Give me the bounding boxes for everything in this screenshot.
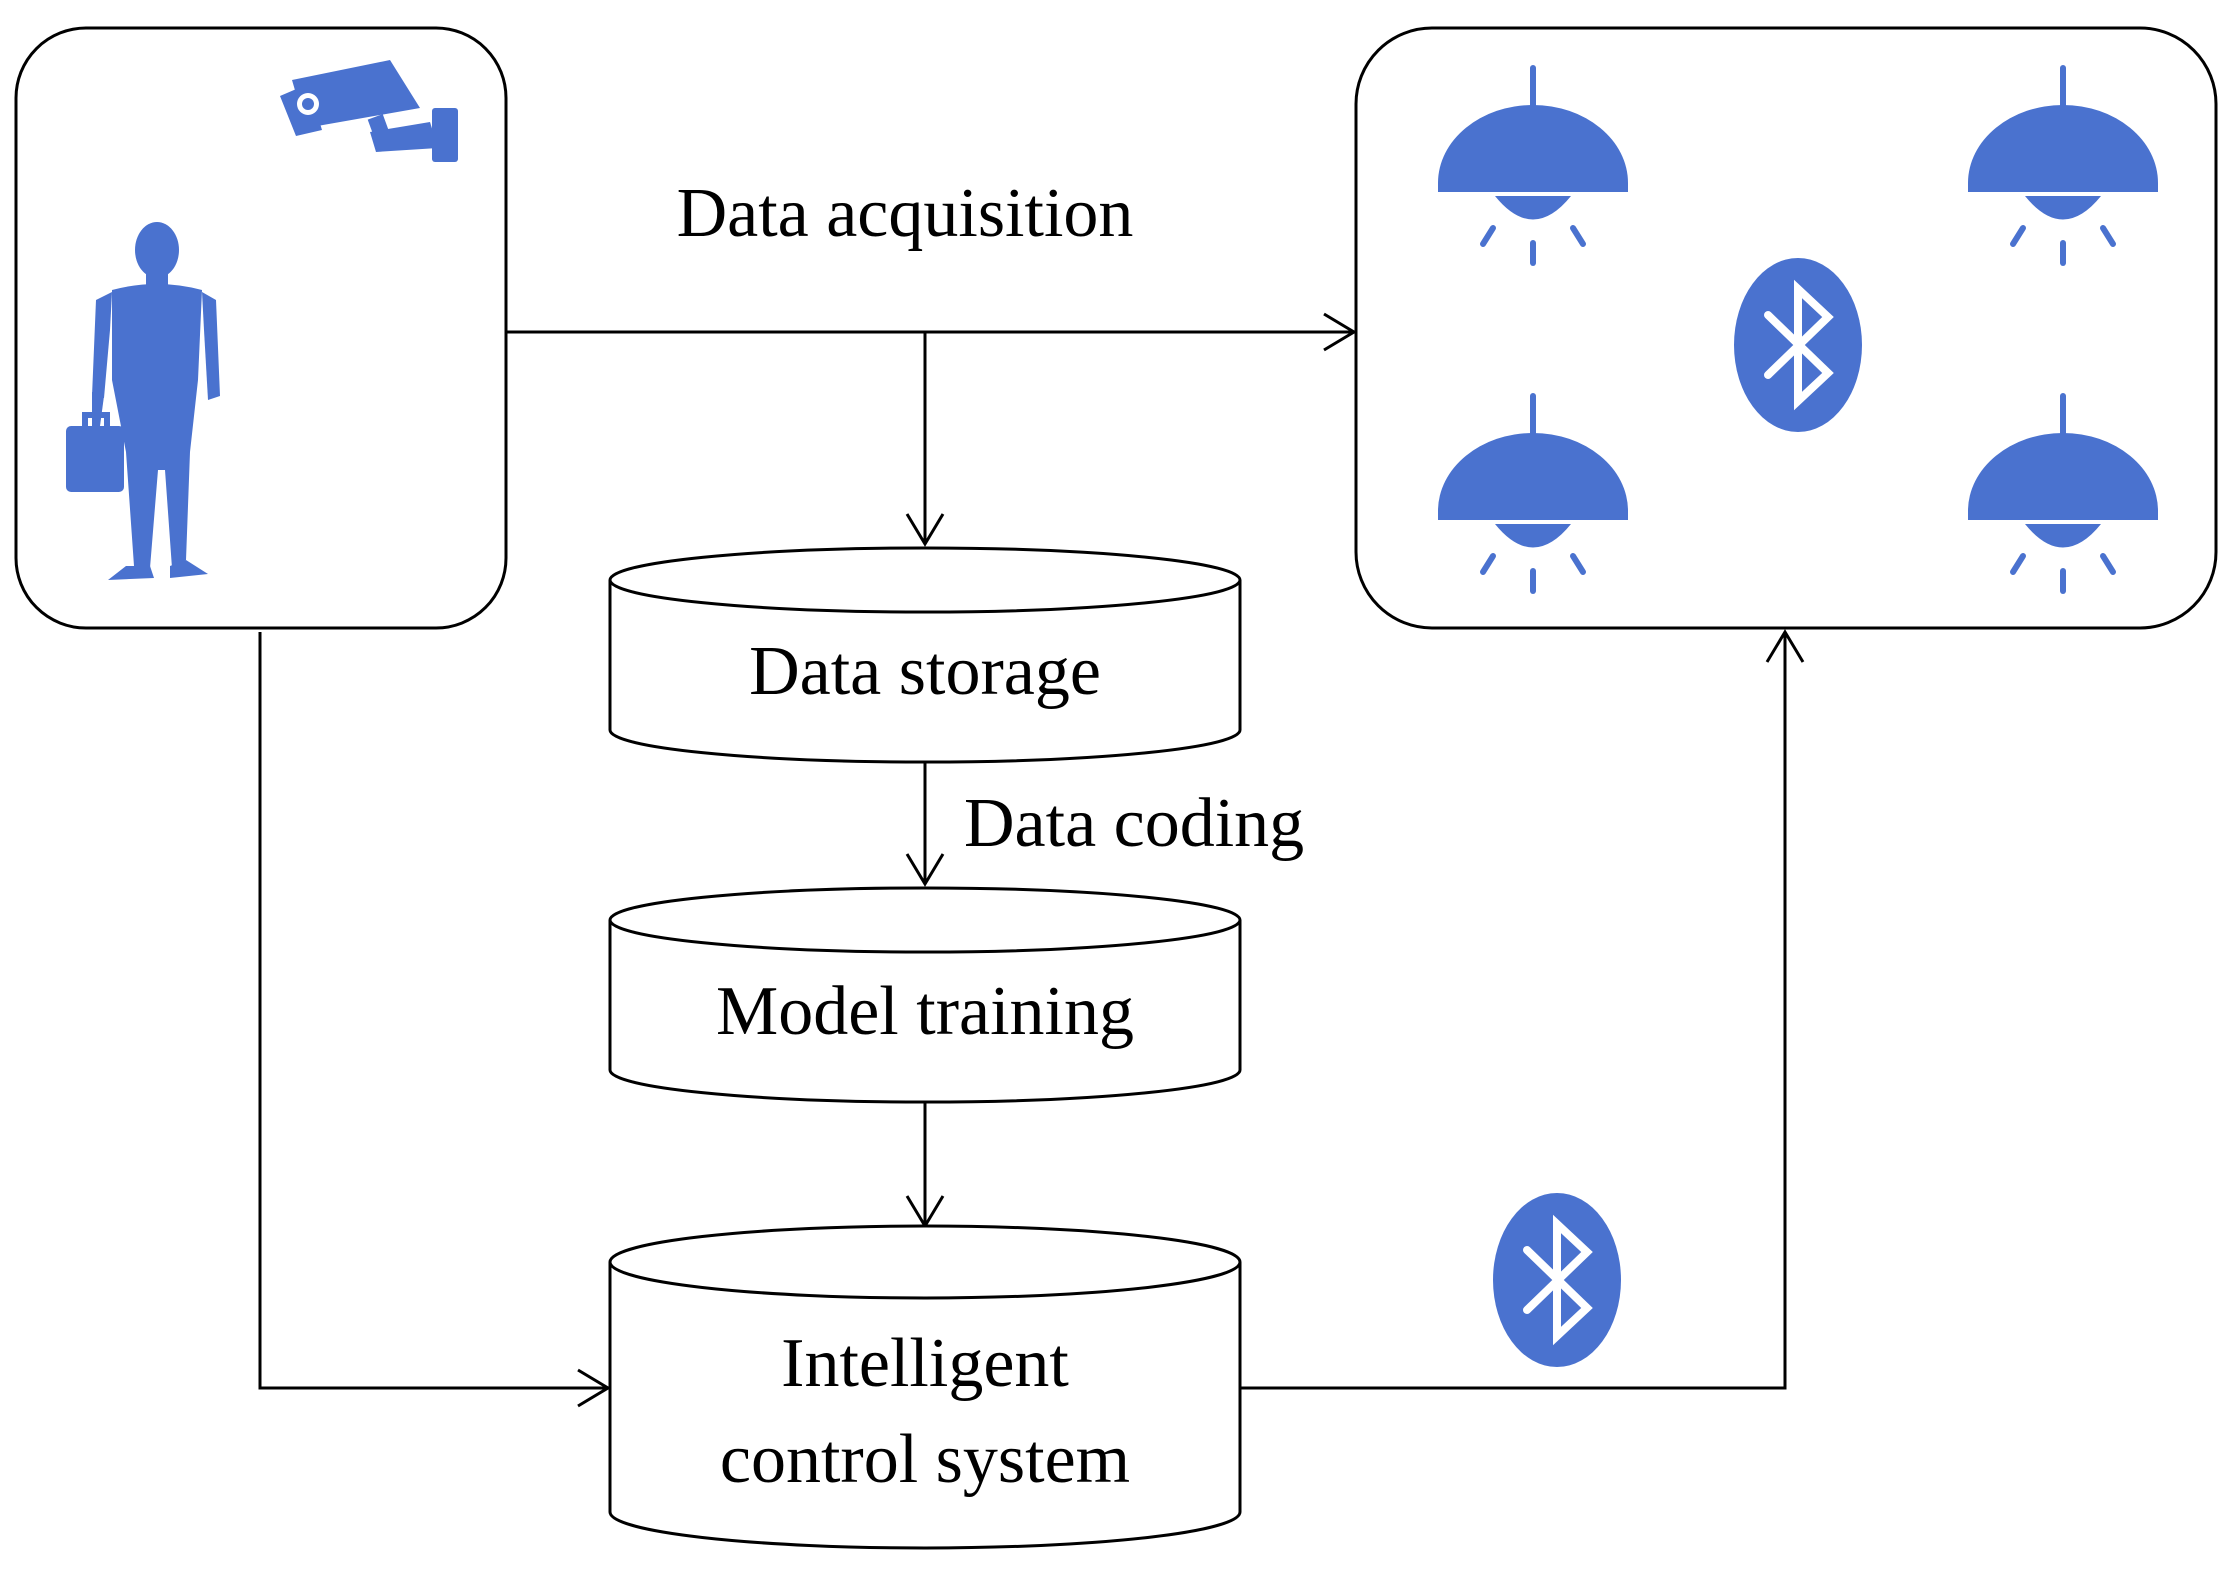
- bluetooth-icon: [1734, 258, 1862, 432]
- user-camera-box: [14, 26, 508, 630]
- label-intelligent-line1: Intelligent: [781, 1325, 1069, 1402]
- arrow-control-to-devices: [1240, 632, 1787, 1390]
- arrowhead: [1765, 629, 1805, 663]
- label-model-training: Model training: [716, 973, 1134, 1050]
- label-data-coding: Data coding: [964, 785, 1304, 862]
- security-camera-icon: [280, 60, 458, 162]
- model-training-cylinder: [608, 886, 1242, 1104]
- bluetooth-icon: [1493, 1193, 1621, 1367]
- arrowhead: [1323, 312, 1357, 352]
- businessman-icon: [66, 222, 220, 580]
- arrow-user-to-control: [258, 632, 608, 1390]
- label-intelligent-line2: control system: [720, 1421, 1130, 1498]
- arrowhead: [577, 1368, 611, 1408]
- label-data-acquisition: Data acquisition: [677, 175, 1134, 252]
- lighting-devices-box: [1354, 26, 2218, 630]
- label-data-storage: Data storage: [749, 633, 1101, 710]
- arrowhead: [905, 853, 945, 887]
- arrowhead: [905, 513, 945, 547]
- data-storage-cylinder: [608, 546, 1242, 764]
- intelligent-control-cylinder: [608, 1224, 1242, 1550]
